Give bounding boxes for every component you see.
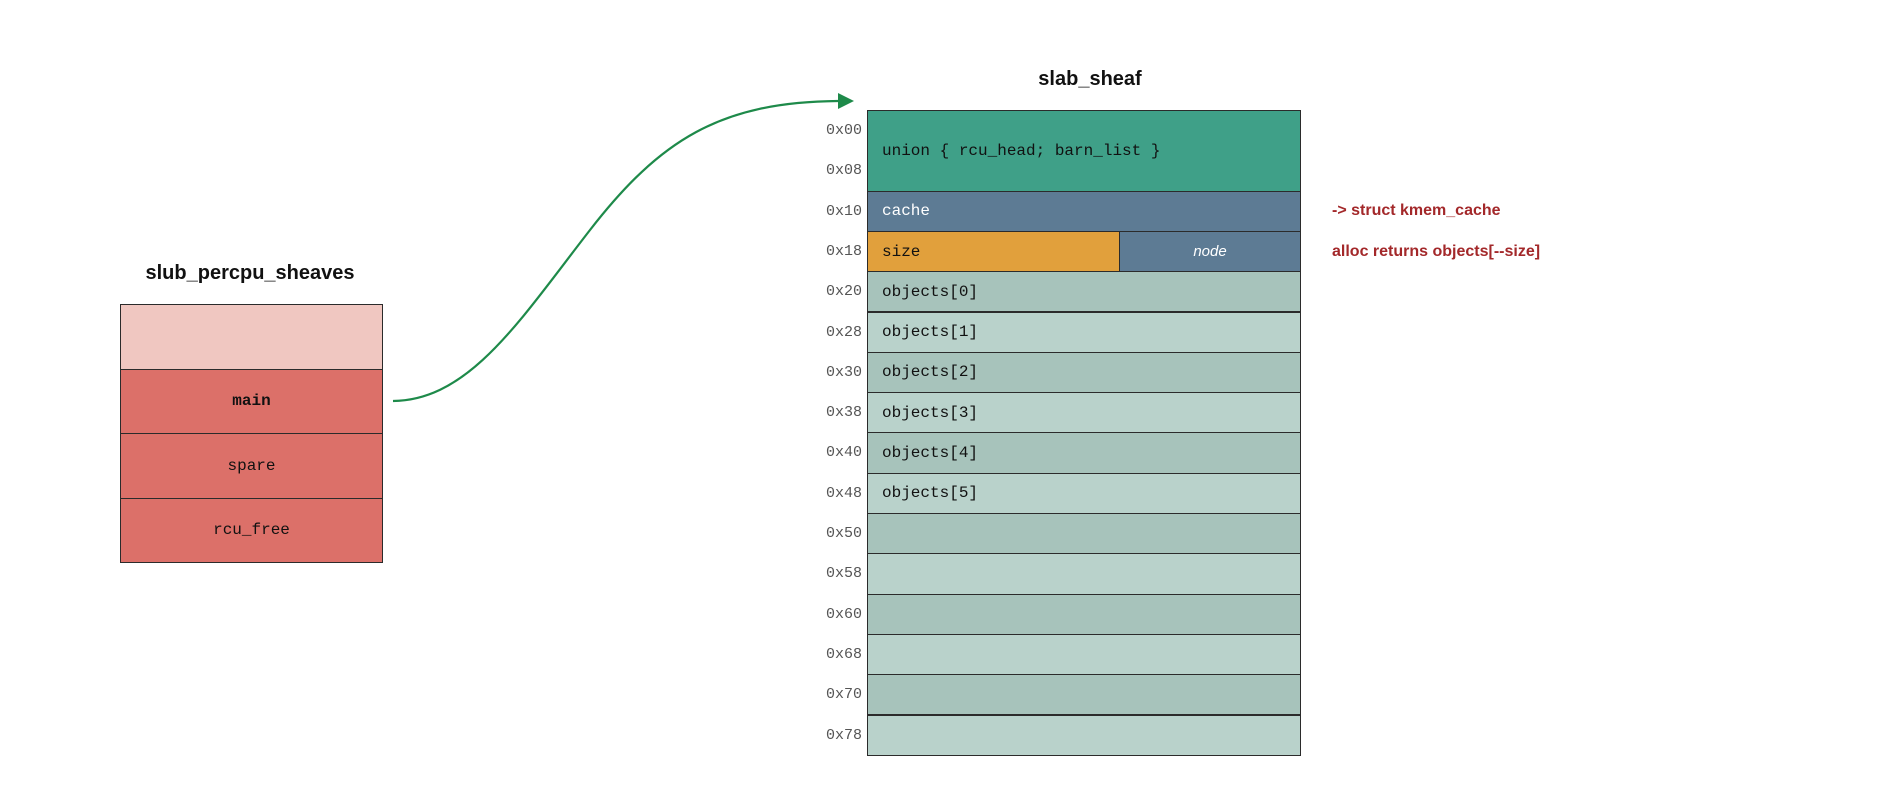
offset-label: 0x70 [825, 686, 862, 704]
offset-label: 0x10 [825, 202, 862, 220]
offset-label: 0x78 [825, 726, 862, 744]
offset-label: 0x60 [825, 605, 862, 623]
object-slot [867, 714, 1301, 756]
left-struct-title: slub_percpu_sheaves [145, 262, 355, 284]
left-cell-main: main [120, 368, 383, 434]
size-note: alloc returns objects[--size] [1332, 243, 1541, 260]
object-slot: objects[1] [867, 311, 1301, 353]
offset-label: 0x40 [825, 444, 862, 462]
object-slot [867, 553, 1301, 595]
object-slot: objects[5] [867, 472, 1301, 514]
offset-label: 0x58 [825, 565, 862, 583]
offset-label: 0x50 [825, 525, 862, 542]
offset-label: 0x00 [825, 122, 862, 139]
left-cell-rcu_free: rcu_free [120, 497, 383, 563]
offset-label: 0x30 [825, 363, 862, 381]
cache-field: cache [867, 190, 1301, 232]
offset-label: 0x20 [825, 283, 862, 301]
offset-label: 0x38 [825, 404, 862, 422]
node-field: node [1119, 230, 1301, 273]
object-slot [867, 593, 1301, 635]
offset-label: 0x18 [825, 242, 862, 260]
offset-label: 0x28 [825, 323, 862, 341]
right-struct-title: slab_sheaf [1038, 68, 1142, 90]
main-arrow-curve [392, 99, 839, 403]
object-slot [867, 674, 1301, 716]
object-slot [867, 513, 1301, 555]
offset-label: 0x48 [825, 484, 862, 502]
object-slot: objects[0] [867, 271, 1301, 313]
offset-label: 0x68 [825, 645, 862, 663]
cache-note: -> struct kmem_cache [1332, 202, 1501, 219]
arrowhead-icon [838, 93, 854, 109]
offset-label: 0x08 [825, 162, 862, 180]
left-cell-spare: spare [120, 433, 383, 499]
